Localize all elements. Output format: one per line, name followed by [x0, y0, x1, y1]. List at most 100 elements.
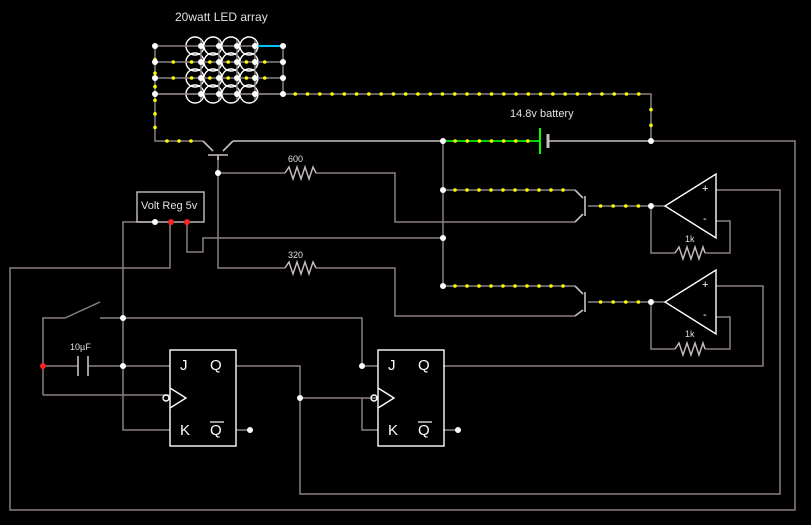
opamp2-plus-label: + [702, 279, 709, 291]
current-dot [465, 92, 469, 96]
current-dot [244, 60, 249, 64]
current-dot [561, 284, 565, 288]
resistor-600-label: 600 [288, 154, 304, 164]
ff2-j-label: J [388, 357, 396, 374]
current-dot [525, 284, 529, 288]
wires [9, 46, 796, 511]
current-dot [489, 284, 493, 288]
current-dot [153, 125, 157, 130]
current-dot [549, 284, 553, 288]
current-dot [342, 92, 347, 96]
current-dot [171, 76, 176, 80]
current-dot [624, 300, 628, 304]
current-dot [501, 188, 505, 192]
current-dot [624, 92, 629, 96]
current-dot [513, 284, 517, 288]
regulator-label: Volt Reg 5v [141, 200, 198, 212]
current-dot [587, 92, 592, 96]
current-dot [636, 204, 641, 208]
ff1-j-label: J [180, 357, 188, 374]
current-dot [489, 139, 494, 143]
current-dot [453, 139, 457, 143]
current-dot [537, 188, 541, 192]
current-dot [330, 92, 334, 96]
current-dot [153, 98, 157, 103]
current-dot [428, 92, 433, 96]
ff2-qbar-label: Q [418, 422, 430, 439]
current-dot [477, 92, 482, 96]
ff2-q-label: Q [418, 357, 430, 374]
current-dot [537, 284, 541, 288]
current-dot [208, 60, 212, 64]
active-wires [155, 93, 665, 303]
current-dot [624, 204, 628, 208]
led-array [185, 36, 259, 104]
current-dot [153, 71, 157, 75]
current-dot [226, 76, 230, 80]
current-dot [489, 92, 494, 96]
current-dot [526, 92, 531, 96]
current-dot [293, 92, 298, 96]
red-node-dots [40, 219, 190, 369]
current-dot [600, 92, 604, 96]
current-dot [563, 92, 567, 96]
resistor-1k-top-label: 1k [685, 234, 695, 244]
ff1-k-label: K [180, 422, 191, 439]
current-dot [649, 107, 653, 112]
current-dot [440, 92, 445, 96]
current-dot [598, 204, 603, 208]
current-dot [575, 92, 580, 96]
led-array-label: 20watt LED array [175, 10, 268, 24]
op-amps [663, 172, 717, 336]
current-dot [262, 60, 267, 64]
current-dot [538, 92, 543, 96]
current-dot [208, 76, 212, 80]
current-dot [318, 92, 322, 96]
current-dot [262, 76, 267, 80]
current-dot [611, 204, 615, 208]
current-dot [526, 139, 530, 143]
current-dot [452, 92, 457, 96]
current-dot [244, 76, 249, 80]
current-dot [465, 139, 470, 143]
opamp1-minus-label: - [703, 213, 707, 225]
current-dot [305, 92, 310, 96]
current-dot [416, 92, 420, 96]
current-dot [189, 139, 193, 143]
current-dot [489, 188, 493, 192]
current-dot [649, 123, 653, 128]
current-dot [153, 84, 157, 89]
current-dot [611, 300, 615, 304]
current-dot [501, 284, 505, 288]
current-dot [189, 76, 194, 80]
current-dot [403, 92, 408, 96]
current-dots [153, 57, 653, 304]
resistors [284, 164, 706, 358]
current-dot [189, 60, 194, 64]
capacitor-symbol [77, 356, 89, 376]
current-dot [551, 92, 555, 96]
current-dot [477, 188, 481, 192]
current-dot [367, 92, 371, 96]
flip-flops [162, 349, 445, 447]
capacitor-label: 10µF [70, 342, 91, 352]
current-dot [513, 188, 517, 192]
current-dot [636, 300, 641, 304]
current-dot [477, 284, 481, 288]
current-dot [561, 188, 565, 192]
battery-label: 14.8v battery [510, 108, 574, 120]
current-dot [391, 92, 396, 96]
ff1-q-label: Q [210, 357, 222, 374]
current-dot [598, 300, 603, 304]
current-dot [525, 188, 529, 192]
current-dot [501, 139, 506, 143]
current-dot [453, 188, 457, 192]
current-dot [477, 139, 482, 143]
current-dot [453, 284, 457, 288]
current-dot [636, 92, 641, 96]
driver-transistors [574, 189, 586, 317]
current-dot [513, 139, 518, 143]
current-dot [465, 284, 469, 288]
resistor-1k-bottom-label: 1k [685, 329, 695, 339]
